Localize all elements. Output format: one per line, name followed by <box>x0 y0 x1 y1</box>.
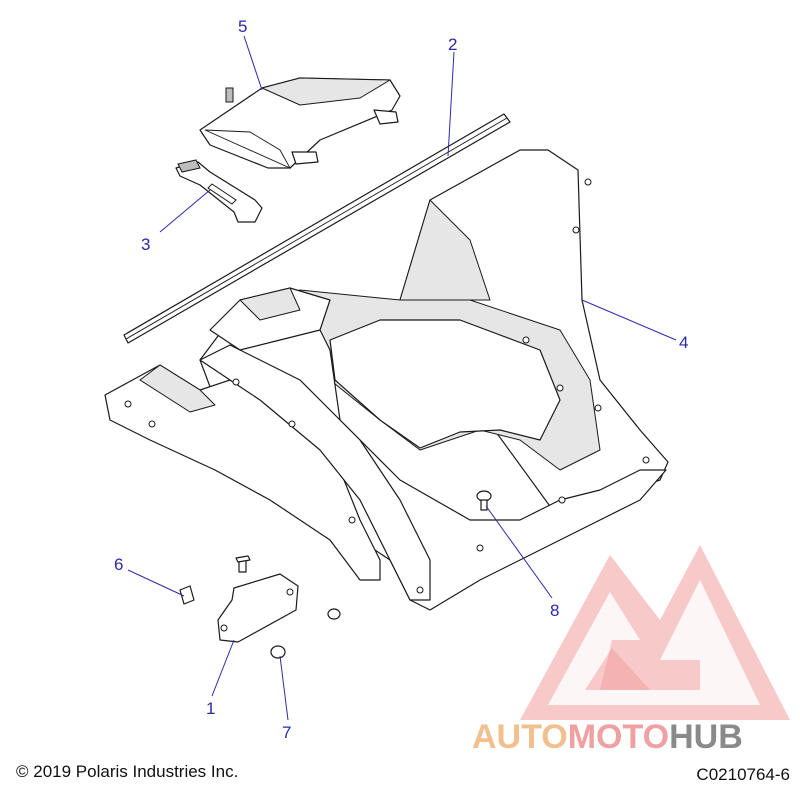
part-6-screw <box>179 555 251 605</box>
copyright-notice: © 2019 Polaris Industries Inc. <box>16 762 239 781</box>
watermark-moto: MOTO <box>567 718 670 756</box>
watermark-logo <box>520 545 790 720</box>
callout-8: 8 <box>550 601 559 620</box>
watermark-text: AUTOMOTOHUB <box>472 718 743 757</box>
part-2-trim-strip <box>123 113 511 344</box>
callout-5: 5 <box>238 17 247 36</box>
callout-3: 3 <box>141 235 150 254</box>
watermark-auto: AUTO <box>472 718 568 756</box>
part-7-push-clip <box>270 608 341 659</box>
drawing-number: C0210764-6 <box>696 765 790 784</box>
callout-4: 4 <box>679 333 688 352</box>
part-8-rivet <box>476 490 492 511</box>
callout-6: 6 <box>114 555 123 574</box>
leader-lines <box>127 35 677 721</box>
watermark-hub: HUB <box>669 718 743 756</box>
part-5-cover-panel <box>199 77 401 169</box>
callout-7: 7 <box>282 723 291 742</box>
part-4-storage-tub <box>104 149 669 611</box>
callout-1: 1 <box>206 699 215 718</box>
part-3-strap <box>175 159 263 223</box>
part-1-bracket-plate <box>217 573 299 643</box>
callout-2: 2 <box>448 35 457 54</box>
